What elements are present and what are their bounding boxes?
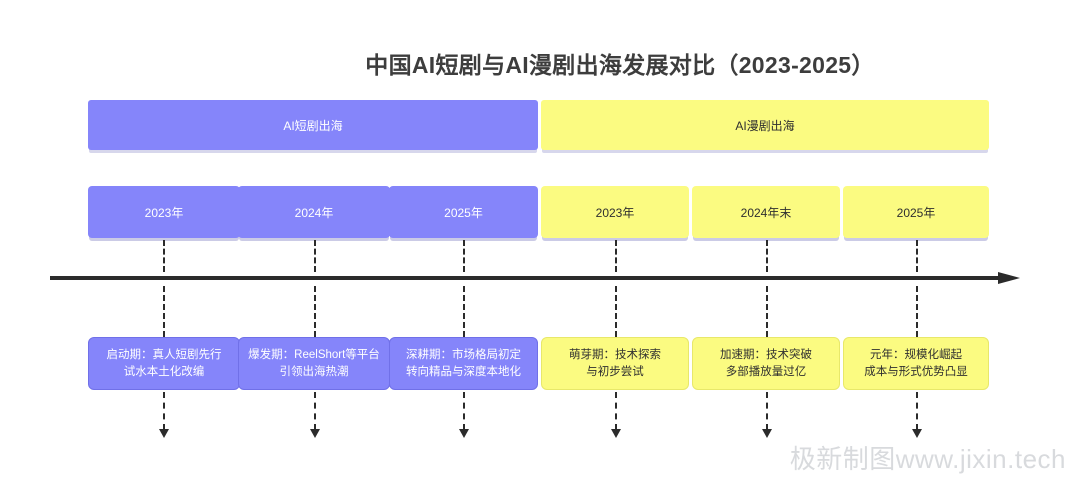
milestone-desc-text: 启动期：真人短剧先行 试水本土化改编 xyxy=(106,348,222,378)
year-label: 2024年末 xyxy=(740,205,792,220)
connector-bottom-4 xyxy=(615,392,617,430)
connector-bottom-3 xyxy=(463,392,465,430)
year-box-purple-3: 2025年 xyxy=(389,186,538,238)
page-title: 中国AI短剧与AI漫剧出海发展对比（2023-2025） xyxy=(365,52,875,78)
connector-bottom-5 xyxy=(766,392,768,430)
year-box-purple-1: 2023年 xyxy=(88,186,240,238)
milestone-desc-yellow-2: 加速期：技术突破 多部播放量过亿 xyxy=(692,337,840,390)
year-label: 2023年 xyxy=(144,205,184,220)
connector-top-2 xyxy=(314,240,316,272)
milestone-desc-purple-1: 启动期：真人短剧先行 试水本土化改编 xyxy=(88,337,240,390)
track-header-label: AI漫剧出海 xyxy=(735,118,795,133)
arrow-down-icon-3 xyxy=(459,429,469,438)
connector-top-6 xyxy=(916,240,918,272)
arrow-down-icon-1 xyxy=(159,429,169,438)
track-header-ai-short-drama: AI短剧出海 xyxy=(88,100,538,150)
track-header-label: AI短剧出海 xyxy=(283,118,343,133)
connector-mid-2 xyxy=(314,286,316,337)
connector-top-1 xyxy=(163,240,165,272)
milestone-desc-purple-3: 深耕期：市场格局初定 转向精品与深度本地化 xyxy=(389,337,538,390)
connector-mid-4 xyxy=(615,286,617,337)
year-label: 2024年 xyxy=(294,205,334,220)
arrow-down-icon-5 xyxy=(762,429,772,438)
connector-mid-6 xyxy=(916,286,918,337)
year-label: 2025年 xyxy=(896,205,936,220)
connector-mid-3 xyxy=(463,286,465,337)
watermark: 极新制图www.jixin.tech xyxy=(789,444,1066,474)
milestone-desc-text: 加速期：技术突破 多部播放量过亿 xyxy=(720,348,812,378)
milestone-desc-text: 萌芽期：技术探索 与初步尝试 xyxy=(569,348,661,378)
connector-mid-5 xyxy=(766,286,768,337)
connector-bottom-2 xyxy=(314,392,316,430)
year-box-yellow-3: 2025年 xyxy=(843,186,989,238)
connector-bottom-1 xyxy=(163,392,165,430)
timeline-axis-arrow xyxy=(50,272,1020,284)
year-box-purple-2: 2024年 xyxy=(238,186,390,238)
year-label: 2025年 xyxy=(444,205,483,220)
milestone-desc-yellow-1: 萌芽期：技术探索 与初步尝试 xyxy=(541,337,689,390)
arrow-down-icon-2 xyxy=(310,429,320,438)
year-box-yellow-1: 2023年 xyxy=(541,186,689,238)
connector-top-4 xyxy=(615,240,617,272)
connector-mid-1 xyxy=(163,286,165,337)
milestone-desc-text: 元年：规模化崛起 成本与形式优势凸显 xyxy=(864,348,968,378)
arrow-down-icon-4 xyxy=(611,429,621,438)
connector-bottom-6 xyxy=(916,392,918,430)
milestone-desc-text: 深耕期：市场格局初定 转向精品与深度本地化 xyxy=(406,348,521,378)
connector-top-3 xyxy=(463,240,465,272)
arrow-down-icon-6 xyxy=(912,429,922,438)
year-box-yellow-2: 2024年末 xyxy=(692,186,840,238)
connector-top-5 xyxy=(766,240,768,272)
milestone-desc-text: 爆发期：ReelShort等平台 引领出海热潮 xyxy=(248,348,380,378)
track-header-ai-manga-drama: AI漫剧出海 xyxy=(541,100,989,150)
milestone-desc-yellow-3: 元年：规模化崛起 成本与形式优势凸显 xyxy=(843,337,989,390)
year-label: 2023年 xyxy=(595,205,635,220)
milestone-desc-purple-2: 爆发期：ReelShort等平台 引领出海热潮 xyxy=(238,337,390,390)
